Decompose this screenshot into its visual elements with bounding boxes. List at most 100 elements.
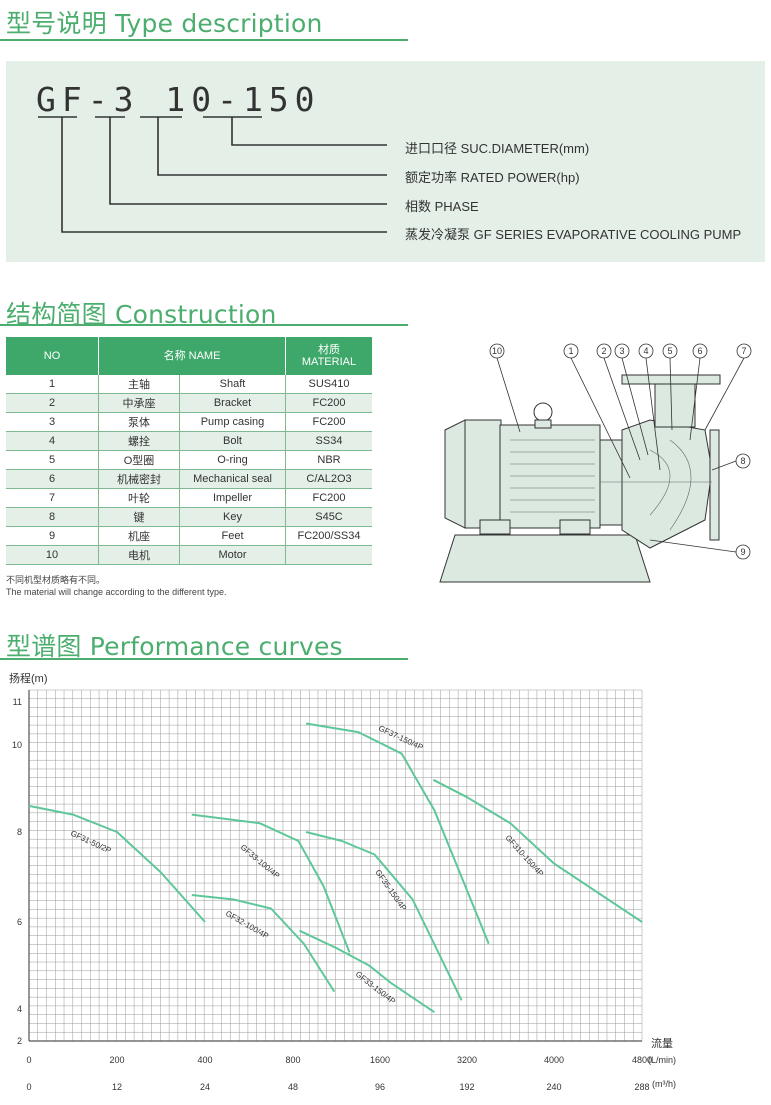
x2-tick-label: 24 [200, 1082, 210, 1092]
callout-label: 8 [740, 456, 745, 466]
part-name-en: Motor [179, 545, 286, 565]
part-material: NBR [285, 450, 372, 470]
x-axis-unit: (L/min) [648, 1055, 676, 1065]
desc-series: 蒸发冷凝泵 GF SERIES EVAPORATIVE COOLING PUMP [405, 227, 742, 242]
callout-label: 1 [568, 346, 573, 356]
part-name-en: Pump casing [179, 412, 286, 432]
x-tick-label: 0 [26, 1055, 31, 1065]
y-tick-label: 8 [17, 827, 22, 837]
part-material: S45C [285, 507, 372, 527]
part-name-en: Bracket [179, 393, 286, 413]
part-no: 5 [6, 450, 99, 470]
curve-gf31-50-2p [28, 804, 206, 923]
x2-tick-label: 192 [459, 1082, 474, 1092]
callout-label: 6 [697, 346, 702, 356]
y-axis-label: 扬程(m) [9, 673, 48, 685]
header-material: 材质 MATERIAL [285, 337, 372, 375]
header-material-en: MATERIAL [301, 356, 357, 368]
desc-rated-power: 额定功率 RATED POWER(hp) [405, 170, 580, 185]
callout-circle [692, 343, 708, 359]
type-description-title: 型号说明 Type description [6, 9, 323, 38]
curve-gf35-150-4p [305, 831, 463, 1001]
x2-tick-label: 12 [112, 1082, 122, 1092]
x2-tick-label: 288 [634, 1082, 649, 1092]
x2-tick-label: 0 [26, 1082, 31, 1092]
curve-label: GF33-150/4P [354, 969, 397, 1006]
type-code-leader-lines [38, 116, 387, 233]
title-underline [0, 324, 408, 326]
part-name-cn: 机械密封 [98, 469, 180, 489]
part-name-en: Shaft [179, 375, 286, 394]
callout-circle [735, 544, 751, 560]
part-material: SUS410 [285, 375, 372, 394]
callout-circle [563, 343, 579, 359]
part-material: C/AL2O3 [285, 469, 372, 489]
x2-tick-label: 96 [375, 1082, 385, 1092]
part-name-cn: 机座 [98, 526, 180, 546]
part-name-cn: 主轴 [98, 375, 180, 394]
callout-label: 4 [643, 346, 648, 356]
part-material: FC200 [285, 412, 372, 432]
part-no: 10 [6, 545, 99, 565]
type-code-panel [6, 61, 765, 262]
part-no: 1 [6, 375, 99, 394]
x-tick-label: 200 [109, 1055, 124, 1065]
curve-label: GF37-150/4P [377, 724, 424, 752]
part-name-cn: 中承座 [98, 393, 180, 413]
part-name-en: O-ring [179, 450, 286, 470]
part-no: 7 [6, 488, 99, 508]
x2-tick-label: 48 [288, 1082, 298, 1092]
callout-circle [662, 343, 678, 359]
part-name-cn: 叶轮 [98, 488, 180, 508]
y-tick-label: 10 [12, 740, 22, 750]
x-tick-label: 3200 [457, 1055, 477, 1065]
curve-label: GF310-150/4P [504, 833, 546, 878]
x-tick-label: 400 [197, 1055, 212, 1065]
desc-suction-diameter: 进口口径 SUC.DIAMETER(mm) [405, 141, 590, 156]
curve-gf310-150-4p [432, 778, 643, 923]
callout-label: 2 [601, 346, 606, 356]
callout-label: 3 [619, 346, 624, 356]
curve-gf37-150-4p [305, 722, 490, 945]
callout-label: 10 [492, 346, 502, 356]
callout-label: 5 [667, 346, 672, 356]
title-underline [0, 39, 408, 41]
x-tick-label: 4800 [632, 1055, 652, 1065]
header-material-cn: 材质 [318, 344, 340, 356]
callout-circle [489, 343, 505, 359]
part-no: 3 [6, 412, 99, 432]
part-name-en: Key [179, 507, 286, 527]
part-material: FC200 [285, 393, 372, 413]
y-tick-label: 2 [17, 1036, 22, 1046]
part-name-cn: 泵体 [98, 412, 180, 432]
header-name: 名称 NAME [98, 337, 286, 375]
part-no: 4 [6, 431, 99, 451]
callout-circle [638, 343, 654, 359]
note-cn: 不同机型材质略有不同。 [6, 575, 106, 585]
y-tick-label: 6 [17, 917, 22, 927]
header-no: NO [6, 337, 99, 375]
y-tick-label: 11 [13, 697, 22, 707]
curve-label: GF31-50/2P [69, 829, 112, 856]
part-name-en: Mechanical seal [179, 469, 286, 489]
curve-label: GF32-100/4P [224, 909, 270, 941]
part-material [285, 545, 372, 565]
callout-label: 9 [740, 547, 745, 557]
part-no: 8 [6, 507, 99, 527]
part-name-cn: 键 [98, 507, 180, 527]
callout-circle [736, 343, 752, 359]
table-header-row: NO 名称 NAME 材质 MATERIAL [6, 337, 372, 375]
title-underline [0, 658, 408, 660]
